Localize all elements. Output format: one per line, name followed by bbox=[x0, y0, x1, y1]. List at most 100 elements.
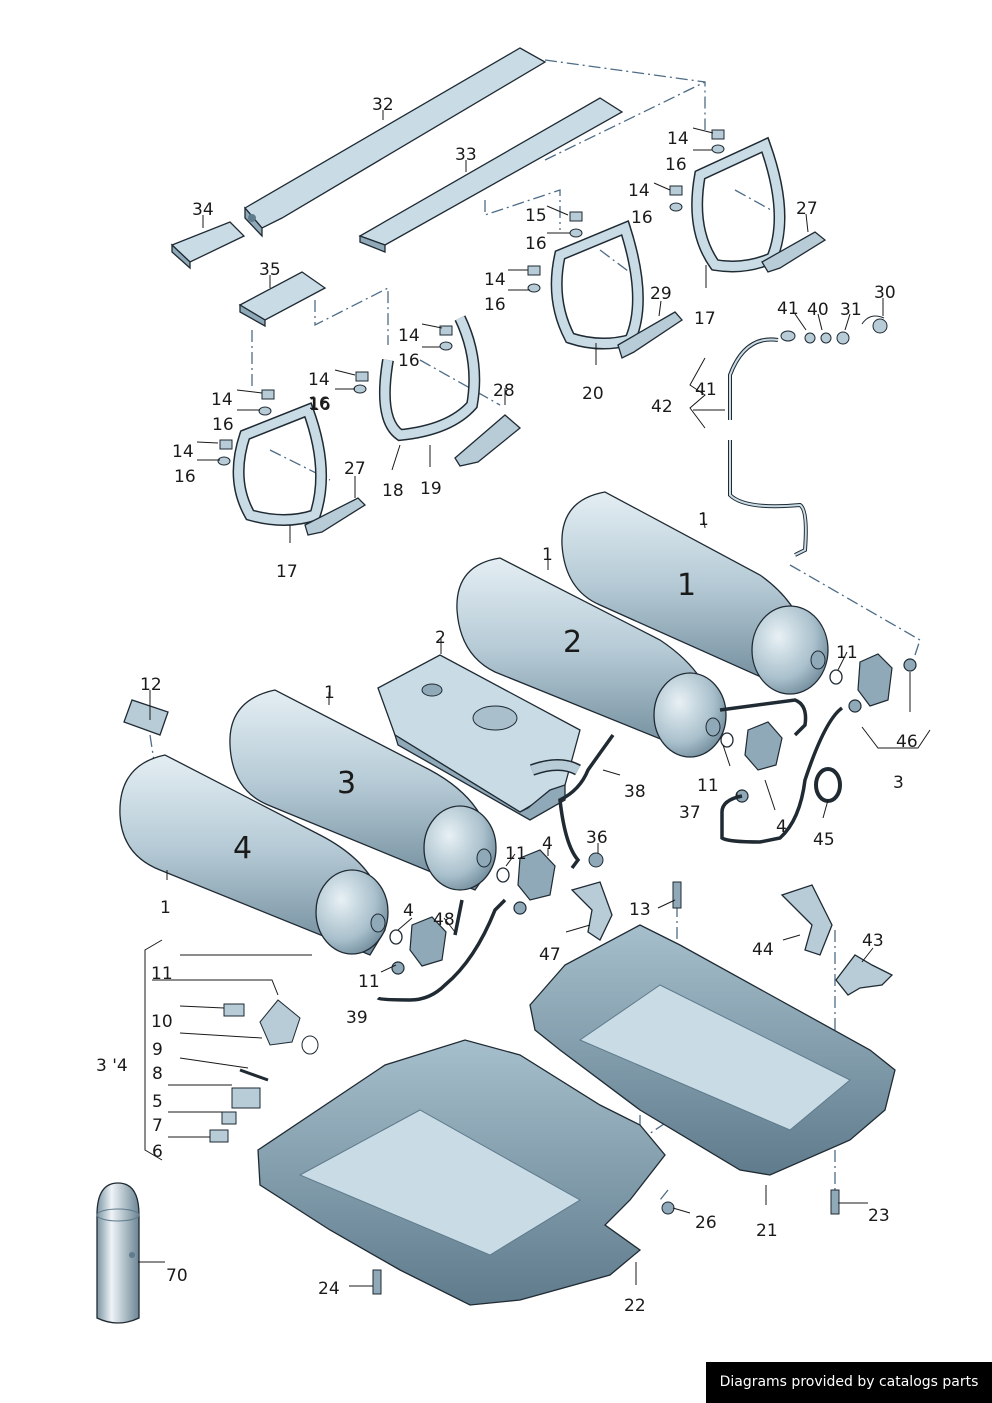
fuel-tank-2[interactable] bbox=[377, 654, 581, 821]
label-43: 43 bbox=[862, 931, 884, 951]
valve-4-tank2[interactable] bbox=[735, 721, 783, 803]
label-46: 46 bbox=[896, 732, 918, 752]
support-27-left[interactable] bbox=[304, 497, 367, 536]
label-38: 38 bbox=[624, 782, 646, 802]
underbody-pan-21[interactable] bbox=[529, 924, 896, 1176]
label-19: 19 bbox=[420, 479, 442, 499]
label-13: 13 bbox=[629, 900, 651, 920]
label-6: 6 bbox=[152, 1142, 163, 1162]
mounting-rail-33[interactable] bbox=[358, 97, 624, 253]
tank-strap-17-right[interactable] bbox=[691, 136, 786, 273]
label-11: 11 bbox=[836, 643, 858, 663]
label-20: 20 bbox=[582, 384, 604, 404]
nut-26[interactable] bbox=[661, 1201, 675, 1215]
label-24: 24 bbox=[318, 1279, 340, 1299]
tank-strap-19[interactable] bbox=[378, 315, 481, 442]
underbody-pan-22[interactable] bbox=[257, 1039, 666, 1306]
label-30: 30 bbox=[874, 283, 896, 303]
label-26: 26 bbox=[695, 1213, 717, 1233]
label-14: 14 bbox=[398, 326, 420, 346]
gas-bottle-70[interactable] bbox=[96, 1182, 140, 1324]
valve-kit-3-4 bbox=[209, 999, 319, 1143]
label-33: 33 bbox=[455, 145, 477, 165]
label-16: 16 bbox=[212, 415, 234, 435]
label-14: 14 bbox=[308, 370, 330, 390]
hose-clip-45[interactable] bbox=[814, 767, 842, 803]
clip-nuts bbox=[217, 129, 725, 466]
bracket-34[interactable] bbox=[170, 221, 246, 270]
label-10: 10 bbox=[151, 1012, 173, 1032]
label-41: 41 bbox=[777, 299, 799, 319]
tank-number-1: 1 bbox=[677, 568, 696, 603]
label-34: 34 bbox=[192, 200, 214, 220]
gas-lines[interactable] bbox=[376, 698, 844, 1002]
label-1: 1 bbox=[324, 683, 335, 703]
bolt-23[interactable] bbox=[830, 1189, 840, 1215]
tank-numbers: 1 2 3 4 bbox=[233, 568, 696, 866]
tank-number-2: 2 bbox=[563, 625, 582, 660]
label-1: 1 bbox=[160, 898, 171, 918]
label-11: 11 bbox=[151, 964, 173, 984]
tank-strap-20[interactable] bbox=[550, 219, 644, 350]
attribution-footer: Diagrams provided by catalogs parts bbox=[706, 1362, 992, 1403]
hose-12[interactable] bbox=[123, 699, 169, 736]
mounting-rail-32[interactable] bbox=[244, 47, 547, 238]
label-14: 14 bbox=[667, 129, 689, 149]
label-14: 14 bbox=[172, 442, 194, 462]
label-5: 5 bbox=[152, 1092, 163, 1112]
label-16: 16 bbox=[631, 208, 653, 228]
bracket-43[interactable] bbox=[835, 954, 894, 996]
bracket-44[interactable] bbox=[780, 884, 833, 956]
label-17: 17 bbox=[694, 309, 716, 329]
support-29[interactable] bbox=[617, 311, 683, 359]
gas-line-42[interactable] bbox=[728, 337, 808, 557]
label-28: 28 bbox=[493, 381, 515, 401]
label-16: 16 bbox=[174, 467, 196, 487]
o-rings-11 bbox=[389, 669, 843, 945]
support-27-right[interactable] bbox=[761, 231, 827, 273]
label-31: 31 bbox=[840, 300, 862, 320]
bolt-24[interactable] bbox=[372, 1269, 382, 1295]
label-4: 4 bbox=[542, 834, 553, 854]
label-11: 11 bbox=[358, 972, 380, 992]
label-23: 23 bbox=[868, 1206, 890, 1226]
label-16: 16 bbox=[308, 394, 330, 414]
support-28[interactable] bbox=[454, 414, 522, 467]
label-7: 7 bbox=[152, 1116, 163, 1136]
gas-tank-2[interactable] bbox=[456, 557, 727, 758]
tank-strap-17-left[interactable] bbox=[232, 402, 328, 526]
label-17: 17 bbox=[276, 562, 298, 582]
label-21: 21 bbox=[756, 1221, 778, 1241]
label-16: 16 bbox=[398, 351, 420, 371]
valve-3[interactable] bbox=[848, 653, 917, 713]
label-4: 4 bbox=[776, 817, 787, 837]
gas-tank-1[interactable] bbox=[561, 491, 829, 695]
label-3-4-group: 3 '4 bbox=[96, 1056, 128, 1076]
label-14: 14 bbox=[484, 270, 506, 290]
gas-tank-4[interactable] bbox=[119, 754, 389, 956]
valve-4-tank4[interactable] bbox=[391, 916, 447, 975]
cap-nut-36[interactable] bbox=[588, 852, 604, 868]
label-29: 29 bbox=[650, 284, 672, 304]
label-27: 27 bbox=[344, 459, 366, 479]
label-16: 16 bbox=[484, 295, 506, 315]
label-39: 39 bbox=[346, 1008, 368, 1028]
label-11: 11 bbox=[505, 844, 527, 864]
label-4: 4 bbox=[403, 901, 414, 921]
bolt-13[interactable] bbox=[672, 881, 682, 909]
label-36: 36 bbox=[586, 828, 608, 848]
label-1: 1 bbox=[698, 510, 709, 530]
part-labels: 32 33 34 35 14 16 14 16 15 16 14 16 27 2… bbox=[96, 95, 918, 1316]
label-16: 16 bbox=[309, 395, 331, 415]
label-8: 8 bbox=[152, 1064, 163, 1084]
label-16: 16 bbox=[525, 234, 547, 254]
bracket-35[interactable] bbox=[238, 271, 327, 328]
label-45: 45 bbox=[813, 830, 835, 850]
bracket-47[interactable] bbox=[570, 881, 613, 941]
valve-4-tank3[interactable] bbox=[513, 849, 556, 915]
label-47: 47 bbox=[539, 945, 561, 965]
label-35: 35 bbox=[259, 260, 281, 280]
label-70: 70 bbox=[166, 1266, 188, 1286]
label-14: 14 bbox=[628, 181, 650, 201]
gas-tank-3[interactable] bbox=[229, 689, 497, 891]
